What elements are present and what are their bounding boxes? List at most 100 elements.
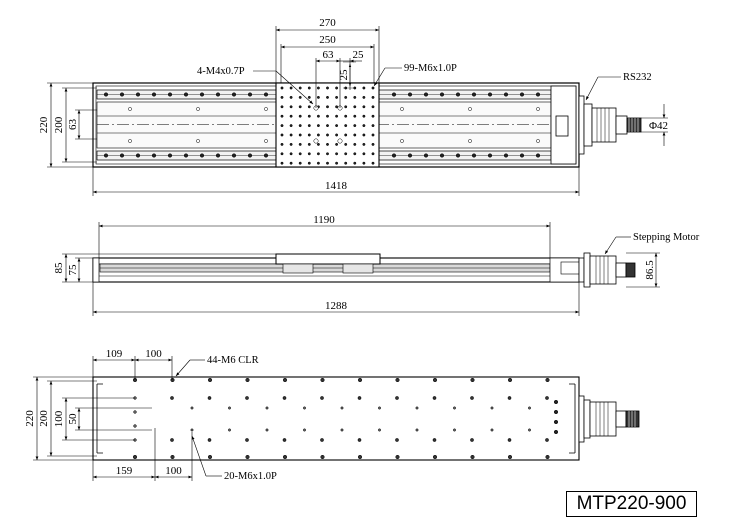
side-end-left [92, 257, 100, 283]
tapped-hole [415, 428, 419, 432]
carriage-hole [362, 105, 366, 109]
cover-screw [128, 139, 132, 143]
clearance-hole [470, 396, 474, 400]
rail-hole [135, 153, 141, 158]
carriage-hole [335, 142, 339, 146]
dim-bottom-base-width: 200 [38, 410, 50, 427]
carriage-hole [307, 133, 311, 137]
carriage-hole [307, 142, 311, 146]
cover-screw [264, 139, 268, 143]
cover-screw [400, 107, 404, 111]
carriage-hole [280, 95, 284, 99]
top-view: 270 250 63 25 25 4-M4x0.7P 99-M6x1.0P RS… [38, 17, 668, 196]
rail-hole [263, 153, 269, 158]
rail-hole [519, 153, 525, 158]
carriage-hole [307, 152, 311, 156]
cover-screw [536, 139, 540, 143]
callout-motor: Stepping Motor [633, 232, 700, 243]
rail-hole [199, 153, 205, 158]
tapped-hole [340, 406, 344, 410]
carriage-hole [307, 86, 311, 90]
dim-body-height: 75 [67, 264, 79, 276]
carriage-hole [280, 133, 284, 137]
carriage-hole [326, 161, 329, 165]
callout-bottom-tapped-holes: 20-M6x1.0P [224, 471, 277, 482]
rail-hole [503, 153, 509, 158]
carriage-hole [326, 142, 329, 146]
carriage-hole [326, 124, 329, 128]
clearance-hole [357, 454, 363, 460]
carriage-hole [316, 86, 320, 90]
tapped-hole [303, 428, 306, 432]
dim-base-width: 200 [53, 116, 65, 133]
clearance-hole [320, 454, 325, 460]
dim-motor-diameter: Φ42 [649, 120, 668, 132]
rail-hole [119, 153, 125, 158]
rail-hole [439, 92, 445, 97]
rail-hole [167, 92, 173, 97]
top-rail-holes [103, 92, 541, 158]
callout-port: RS232 [623, 72, 652, 83]
rail-hole [391, 153, 397, 158]
rail-hole [487, 153, 493, 158]
tapped-hole [340, 428, 344, 432]
carriage-hole [316, 114, 320, 118]
top-coupler [555, 115, 569, 137]
carriage-hole [316, 133, 320, 137]
tapped-hole [528, 406, 531, 410]
top-motor-knob [626, 117, 642, 133]
clearance-hole [507, 377, 513, 383]
clearance-hole [507, 438, 512, 442]
bottom-view: 109 100 44-M6 CLR 159 100 20-M6x1.0P 220… [24, 348, 640, 482]
rail-hole [423, 92, 429, 97]
clearance-hole [282, 454, 288, 460]
tapped-hole [303, 406, 306, 410]
bottom-holes [132, 377, 559, 460]
clearance-hole [545, 438, 549, 442]
callout-tapped-holes: 99-M6x1.0P [404, 63, 457, 74]
carriage-hole [307, 114, 311, 118]
dim-overall-length: 1418 [325, 180, 348, 192]
side-carriage-block-right [342, 263, 374, 274]
carriage-hole [344, 161, 348, 165]
carriage-hole [326, 114, 329, 118]
carriage-hole [280, 105, 284, 109]
rail-hole [439, 153, 445, 158]
clearance-hole [320, 396, 324, 400]
carriage-hole [280, 86, 284, 90]
cover-screw [128, 107, 132, 111]
rail-hole [119, 92, 125, 97]
bottom-motor [578, 395, 640, 443]
carriage-hole [335, 152, 339, 156]
carriage-hole [362, 124, 366, 128]
dim-carriage-outer: 270 [319, 17, 336, 29]
callout-mount-holes: 4-M4x0.7P [197, 66, 245, 77]
carriage-hole [289, 86, 293, 90]
dim-carriage-hole-span: 250 [319, 34, 336, 46]
clearance-hole [432, 396, 437, 400]
clearance-hole [432, 377, 438, 383]
clearance-hole [170, 454, 175, 460]
carriage-hole [298, 133, 302, 137]
dim-hole-pitch-h: 25 [353, 49, 365, 61]
carriage-hole [344, 114, 348, 118]
carriage-hole [289, 105, 293, 109]
carriage-hole [298, 86, 302, 90]
cover-screw [264, 107, 268, 111]
carriage-hole [280, 161, 284, 165]
carriage-hole [344, 124, 348, 128]
carriage-hole [316, 95, 320, 99]
end-hole [553, 409, 559, 415]
carriage-hole [280, 114, 284, 118]
clearance-hole [170, 396, 174, 400]
carriage-hole [289, 142, 293, 146]
tapped-hole [453, 428, 456, 432]
clearance-hole [432, 438, 437, 442]
rail-hole [487, 92, 493, 97]
carriage-hole [298, 105, 302, 109]
rail-hole [103, 153, 109, 158]
rail-hole [455, 92, 461, 97]
bottom-base-outline [92, 376, 580, 461]
carriage-hole [316, 152, 320, 156]
